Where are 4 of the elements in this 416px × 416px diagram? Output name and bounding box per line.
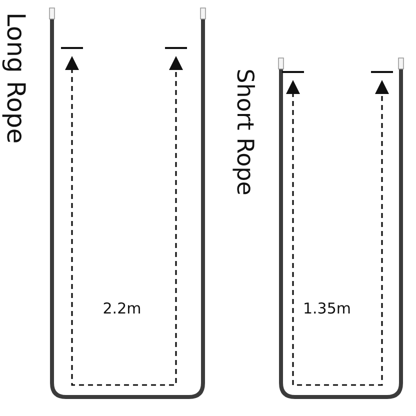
rope-label: Short Rope bbox=[232, 68, 256, 196]
length-label: 1.35m bbox=[303, 302, 351, 316]
rope-label: Long Rope bbox=[4, 12, 28, 144]
length-label: 2.2m bbox=[102, 302, 142, 316]
